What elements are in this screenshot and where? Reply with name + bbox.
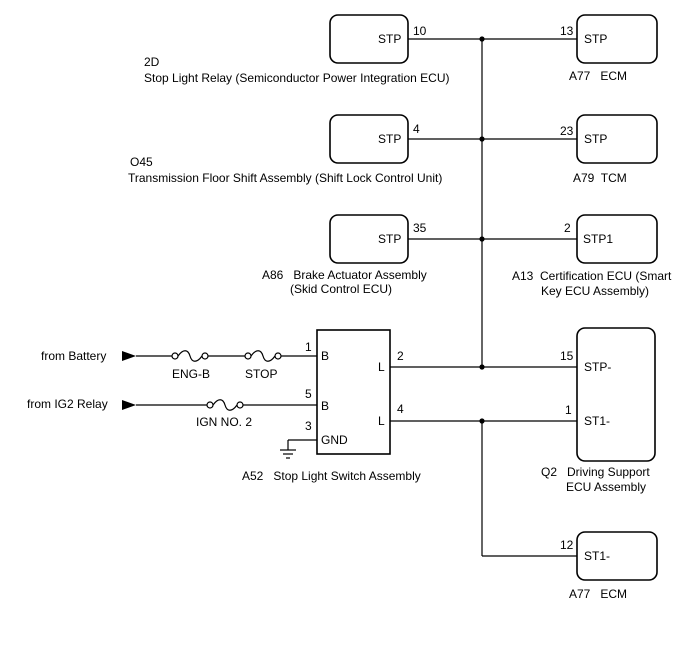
pin-number: 1: [565, 403, 572, 417]
fuse-ign-no2: IGN NO. 2: [196, 399, 252, 429]
terminal-label: STP: [584, 32, 607, 46]
terminal-label: ST1-: [584, 549, 610, 563]
ecm-a77-bottom: ST1- 12 A77 ECM: [560, 531, 658, 601]
component-name: A13 Certification ECU (Smart: [512, 269, 672, 283]
stop-light-switch-assembly: 1 B 5 B 3 GND L 2 L 4 A52 Stop Light Swi…: [242, 329, 421, 483]
pin-number: 15: [560, 349, 574, 363]
component-name-line2: Key ECU Assembly): [541, 284, 649, 298]
shift-lock-control-unit: STP 4 O45 Transmission Floor Shift Assem…: [128, 114, 442, 185]
component-name: Q2 Driving Support: [541, 465, 650, 479]
fuse-label: IGN NO. 2: [196, 415, 252, 429]
terminal-label: STP-: [584, 360, 611, 374]
pin-number: 1: [305, 340, 312, 354]
component-name: Stop Light Relay (Semiconductor Power In…: [144, 71, 449, 85]
tcm-a79: STP 23 A79 TCM: [560, 114, 658, 185]
terminal-label: L: [378, 360, 385, 374]
component-name: A52 Stop Light Switch Assembly: [242, 469, 421, 483]
terminal-label: ST1-: [584, 414, 610, 428]
component-name: A86 Brake Actuator Assembly: [262, 268, 427, 282]
terminal-label: STP: [378, 32, 401, 46]
certification-ecu: STP1 2 A13 Certification ECU (Smart Key …: [512, 214, 672, 298]
component-name: A77 ECM: [569, 587, 627, 601]
pin-number: 2: [397, 349, 404, 363]
component-name-line2: ECU Assembly: [566, 480, 646, 494]
component-name: A77 ECM: [569, 69, 627, 83]
component-name-line2: (Skid Control ECU): [290, 282, 392, 296]
component-name: Transmission Floor Shift Assembly (Shift…: [128, 171, 442, 185]
component-name: A79 TCM: [573, 171, 627, 185]
pin-number: 35: [413, 221, 427, 235]
source-label: from IG2 Relay: [27, 397, 108, 411]
terminal-label: GND: [321, 433, 348, 447]
fuse-stop: STOP: [244, 350, 282, 381]
fuse-label: STOP: [245, 367, 277, 381]
terminal-label: STP1: [583, 232, 613, 246]
stop-light-relay: STP 10 2D Stop Light Relay (Semiconducto…: [144, 14, 449, 85]
source-label: from Battery: [41, 349, 106, 363]
pin-number: 12: [560, 538, 574, 552]
pin-number: 10: [413, 24, 427, 38]
pin-number: 3: [305, 419, 312, 433]
ecm-a77-top: STP 13 A77 ECM: [560, 14, 658, 83]
fuse-label: ENG-B: [172, 367, 210, 381]
pin-number: 4: [397, 402, 404, 416]
terminal-label: B: [321, 349, 329, 363]
fuse-engb: ENG-B: [171, 350, 210, 381]
terminal-label: STP: [584, 132, 607, 146]
ig2-source: from IG2 Relay: [27, 397, 136, 411]
brake-actuator-assembly: STP 35 A86 Brake Actuator Assembly (Skid…: [262, 214, 427, 296]
pin-number: 2: [564, 221, 571, 235]
terminal-label: B: [321, 399, 329, 413]
pin-number: 4: [413, 122, 420, 136]
terminal-label: STP: [378, 232, 401, 246]
arrow-icon: [122, 400, 136, 410]
pin-number: 23: [560, 124, 574, 138]
ground-icon: [280, 439, 317, 459]
battery-source: from Battery: [41, 349, 136, 363]
component-code: O45: [130, 155, 153, 169]
pin-number: 5: [305, 387, 312, 401]
component-code: 2D: [144, 55, 160, 69]
arrow-icon: [122, 351, 136, 361]
driving-support-ecu: 15 STP- 1 ST1- Q2 Driving Support ECU As…: [541, 327, 656, 494]
terminal-label: STP: [378, 132, 401, 146]
terminal-label: L: [378, 414, 385, 428]
pin-number: 13: [560, 24, 574, 38]
